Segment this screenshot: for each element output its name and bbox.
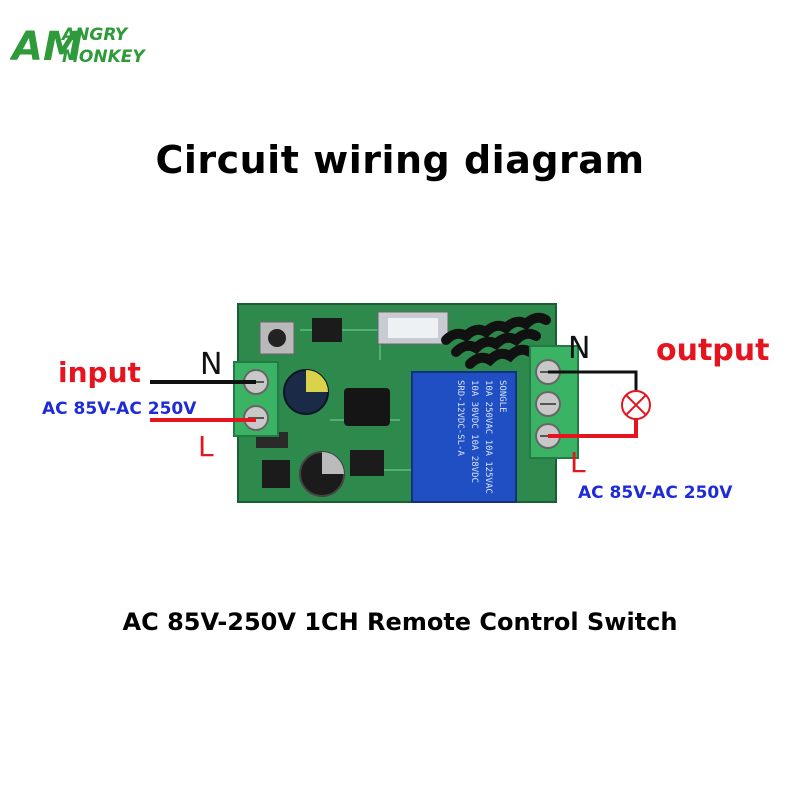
- output-label: output: [656, 333, 769, 368]
- logo-line1: ANGRY: [60, 25, 129, 45]
- product-caption: AC 85V-250V 1CH Remote Control Switch: [122, 608, 678, 636]
- output-terminal-block: [529, 345, 579, 459]
- brand-logo: AM ANGRY MONKEY: [10, 24, 146, 68]
- input-voltage: AC 85V-AC 250V: [42, 399, 197, 419]
- logo-mark: AM: [10, 24, 83, 68]
- relay-label-group: SONGLE 10A 250VAC 10A 125VAC 10A 30VDC 1…: [455, 380, 507, 494]
- relay: [411, 371, 517, 503]
- relay-rating2: 10A 30VDC 10A 28VDC: [469, 380, 479, 483]
- ic-chip: [312, 318, 342, 342]
- relay-rating1: 10A 250VAC 10A 125VAC: [483, 380, 493, 494]
- push-button-cap: [268, 329, 286, 347]
- input-neutral-label: N: [200, 347, 222, 382]
- output-neutral-wire: [548, 370, 638, 392]
- ic-chip-2: [350, 450, 384, 476]
- input-terminal-block: [233, 361, 279, 437]
- inductor: [344, 388, 390, 426]
- capacitor-1-mark: [306, 370, 328, 392]
- transistor: [262, 460, 290, 488]
- pcb-board: SONGLE 10A 250VAC 10A 125VAC 10A 30VDC 1…: [237, 303, 557, 503]
- lamp-icon: [621, 390, 651, 420]
- page-title: Circuit wiring diagram: [155, 138, 645, 182]
- logo-line2: MONKEY: [62, 47, 146, 67]
- relay-model: SRD-12VDC-SL-A: [455, 380, 465, 456]
- capacitor-2-mark: [322, 452, 344, 474]
- input-live-label: L: [198, 430, 214, 463]
- output-live-label: L: [570, 446, 586, 479]
- input-label: input: [58, 356, 141, 389]
- output-neutral-label: N: [568, 331, 590, 366]
- antenna: [441, 312, 551, 369]
- output-live-wire: [548, 418, 638, 438]
- output-voltage: AC 85V-AC 250V: [578, 483, 733, 503]
- rf-module-window: [388, 318, 438, 338]
- relay-brand: SONGLE: [497, 380, 507, 413]
